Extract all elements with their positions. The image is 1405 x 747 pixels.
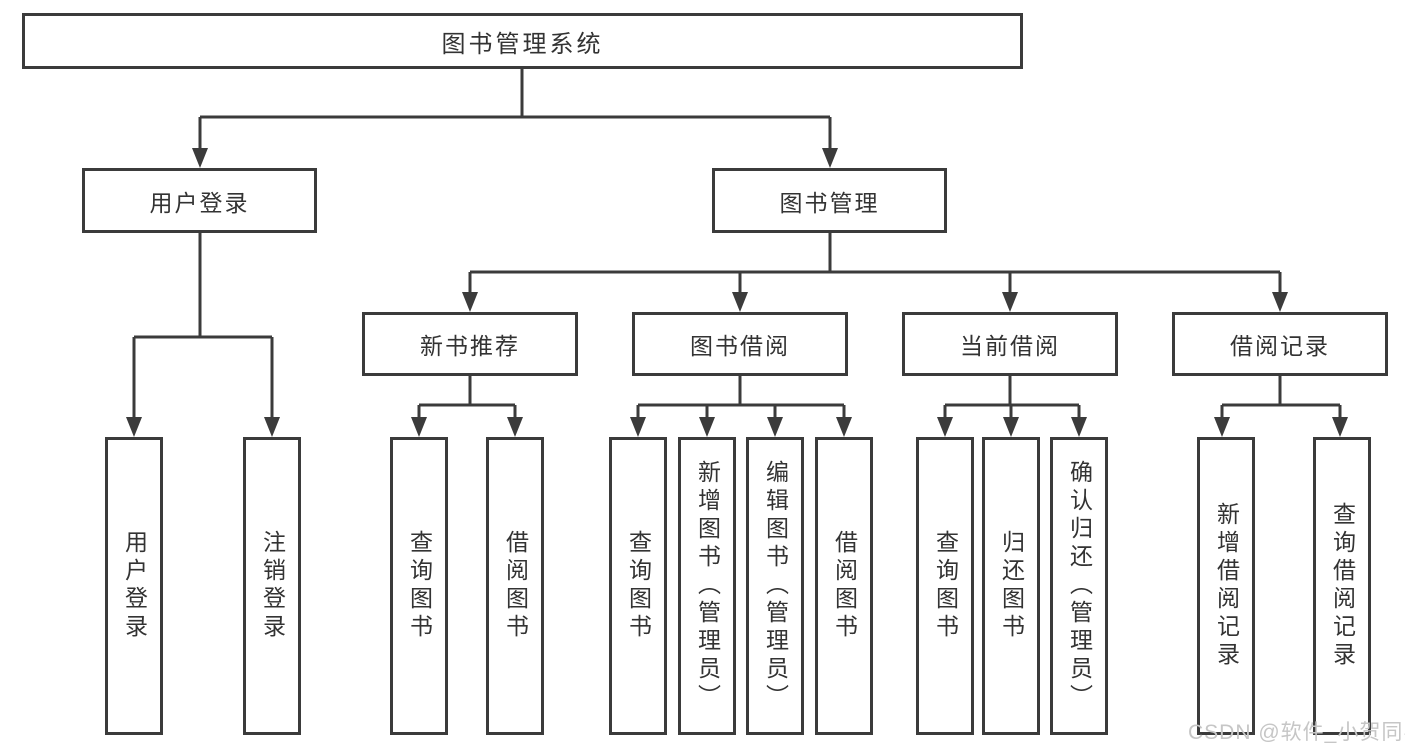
node-label: 借阅图书 [502, 530, 529, 642]
arrowhead [264, 417, 280, 437]
node-label: 用户登录 [149, 189, 250, 216]
connector-management [468, 233, 1282, 294]
arrowhead [411, 417, 427, 437]
arrowhead [937, 417, 953, 437]
arrowhead [1272, 292, 1288, 312]
leaf-borrow-borrow-books: 借阅图书 [815, 437, 873, 735]
node-root-system: 图书管理系统 [22, 13, 1023, 69]
node-label: 新增借阅记录 [1213, 502, 1240, 670]
connector-root [198, 69, 832, 150]
node-label: 查询借阅记录 [1329, 502, 1356, 670]
node-label: 图书管理 [779, 189, 880, 216]
node-label: 当前借阅 [960, 333, 1060, 359]
node-current-borrow: 当前借阅 [902, 312, 1118, 376]
leaf-borrow-edit-books-admin: 编辑图书（管理员） [746, 437, 804, 735]
node-book-management: 图书管理 [712, 168, 947, 233]
arrowhead [732, 292, 748, 312]
node-label: 用户登录 [121, 530, 148, 642]
node-label: 图书借阅 [690, 333, 790, 359]
node-label: 编辑图书（管理员） [762, 460, 789, 712]
node-label: 查询图书 [932, 530, 959, 642]
node-label: 图书管理系统 [441, 30, 604, 58]
arrowhead [630, 417, 646, 437]
csdn-watermark: CSDN @软件_小贺同学 [1188, 721, 1405, 744]
node-label: 新书推荐 [420, 333, 520, 359]
leaf-current-query-books: 查询图书 [916, 437, 974, 735]
node-label: 借阅记录 [1230, 333, 1330, 359]
node-book-borrow: 图书借阅 [632, 312, 848, 376]
leaf-logout: 注销登录 [243, 437, 301, 735]
leaf-borrow-query-books: 查询图书 [609, 437, 667, 735]
node-label: 借阅图书 [831, 530, 858, 642]
arrowhead [507, 417, 523, 437]
node-label: 查询图书 [625, 530, 652, 642]
arrowhead [462, 292, 478, 312]
connector-records [1220, 376, 1342, 419]
leaf-user-login: 用户登录 [105, 437, 163, 735]
node-label: 注销登录 [259, 530, 286, 642]
arrowhead [1332, 417, 1348, 437]
node-label: 归还图书 [998, 530, 1025, 642]
leaf-recommend-query-books: 查询图书 [390, 437, 448, 735]
arrowhead [1214, 417, 1230, 437]
arrowhead [767, 417, 783, 437]
arrowhead [836, 417, 852, 437]
node-label: 查询图书 [406, 530, 433, 642]
node-label: 新增图书（管理员） [694, 460, 721, 712]
connector-login [132, 233, 274, 419]
connector-recommend [417, 376, 517, 419]
arrowhead [822, 148, 838, 168]
leaf-current-confirm-return-admin: 确认归还（管理员） [1050, 437, 1108, 735]
arrowhead [192, 148, 208, 168]
node-new-book-recommend: 新书推荐 [362, 312, 578, 376]
arrowhead [1003, 417, 1019, 437]
node-user-login: 用户登录 [82, 168, 317, 233]
node-label: 确认归还（管理员） [1066, 460, 1093, 712]
connector-current [943, 376, 1081, 419]
node-borrow-records: 借阅记录 [1172, 312, 1388, 376]
leaf-records-query-record: 查询借阅记录 [1313, 437, 1371, 735]
leaf-recommend-borrow-books: 借阅图书 [486, 437, 544, 735]
leaf-borrow-add-books-admin: 新增图书（管理员） [678, 437, 736, 735]
arrowhead [126, 417, 142, 437]
leaf-current-return-books: 归还图书 [982, 437, 1040, 735]
arrowhead [1002, 292, 1018, 312]
connector-borrow [636, 376, 846, 419]
arrowhead [1071, 417, 1087, 437]
leaf-records-add-record: 新增借阅记录 [1197, 437, 1255, 735]
arrowhead [699, 417, 715, 437]
